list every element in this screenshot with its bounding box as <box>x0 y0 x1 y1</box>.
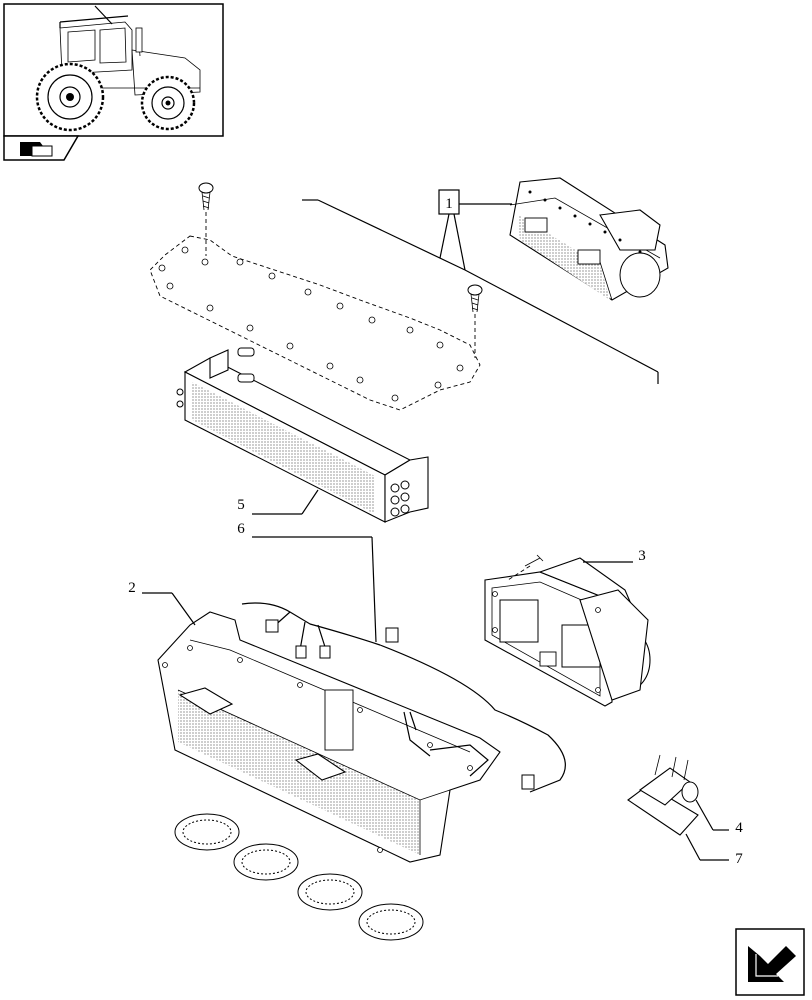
callout-6: 6 <box>237 521 377 643</box>
leader-line <box>464 269 659 373</box>
part-5-heater-core <box>176 347 429 523</box>
leader-line <box>317 199 466 271</box>
callout-5-label: 5 <box>237 497 245 513</box>
part-4-resistor <box>627 754 699 836</box>
part-3-blower-fan <box>484 554 651 707</box>
part-2-heater-housing <box>157 602 566 863</box>
callout-2-label: 2 <box>128 580 136 596</box>
callout-3-label: 3 <box>638 548 646 564</box>
callout-4: 4 <box>695 799 743 836</box>
callout-4-label: 4 <box>735 820 743 836</box>
screw-right <box>467 284 483 358</box>
next-page-arrow-icon[interactable] <box>735 928 805 996</box>
callout-3: 3 <box>583 548 646 564</box>
seal-rings <box>174 813 424 941</box>
cover-plate <box>149 235 481 411</box>
screw-top <box>198 182 214 256</box>
callout-2: 2 <box>128 580 196 626</box>
callout-1: 1 <box>438 189 512 271</box>
callout-7: 7 <box>685 833 743 867</box>
callout-5: 5 <box>237 489 319 515</box>
part-1-heater-unit <box>509 177 669 301</box>
book-arrow-icon[interactable] <box>3 135 80 161</box>
callout-7-label: 7 <box>735 851 743 867</box>
callout-6-label: 6 <box>237 521 245 537</box>
callout-1-label: 1 <box>445 196 453 212</box>
tractor-thumbnail-icon[interactable] <box>3 3 224 137</box>
